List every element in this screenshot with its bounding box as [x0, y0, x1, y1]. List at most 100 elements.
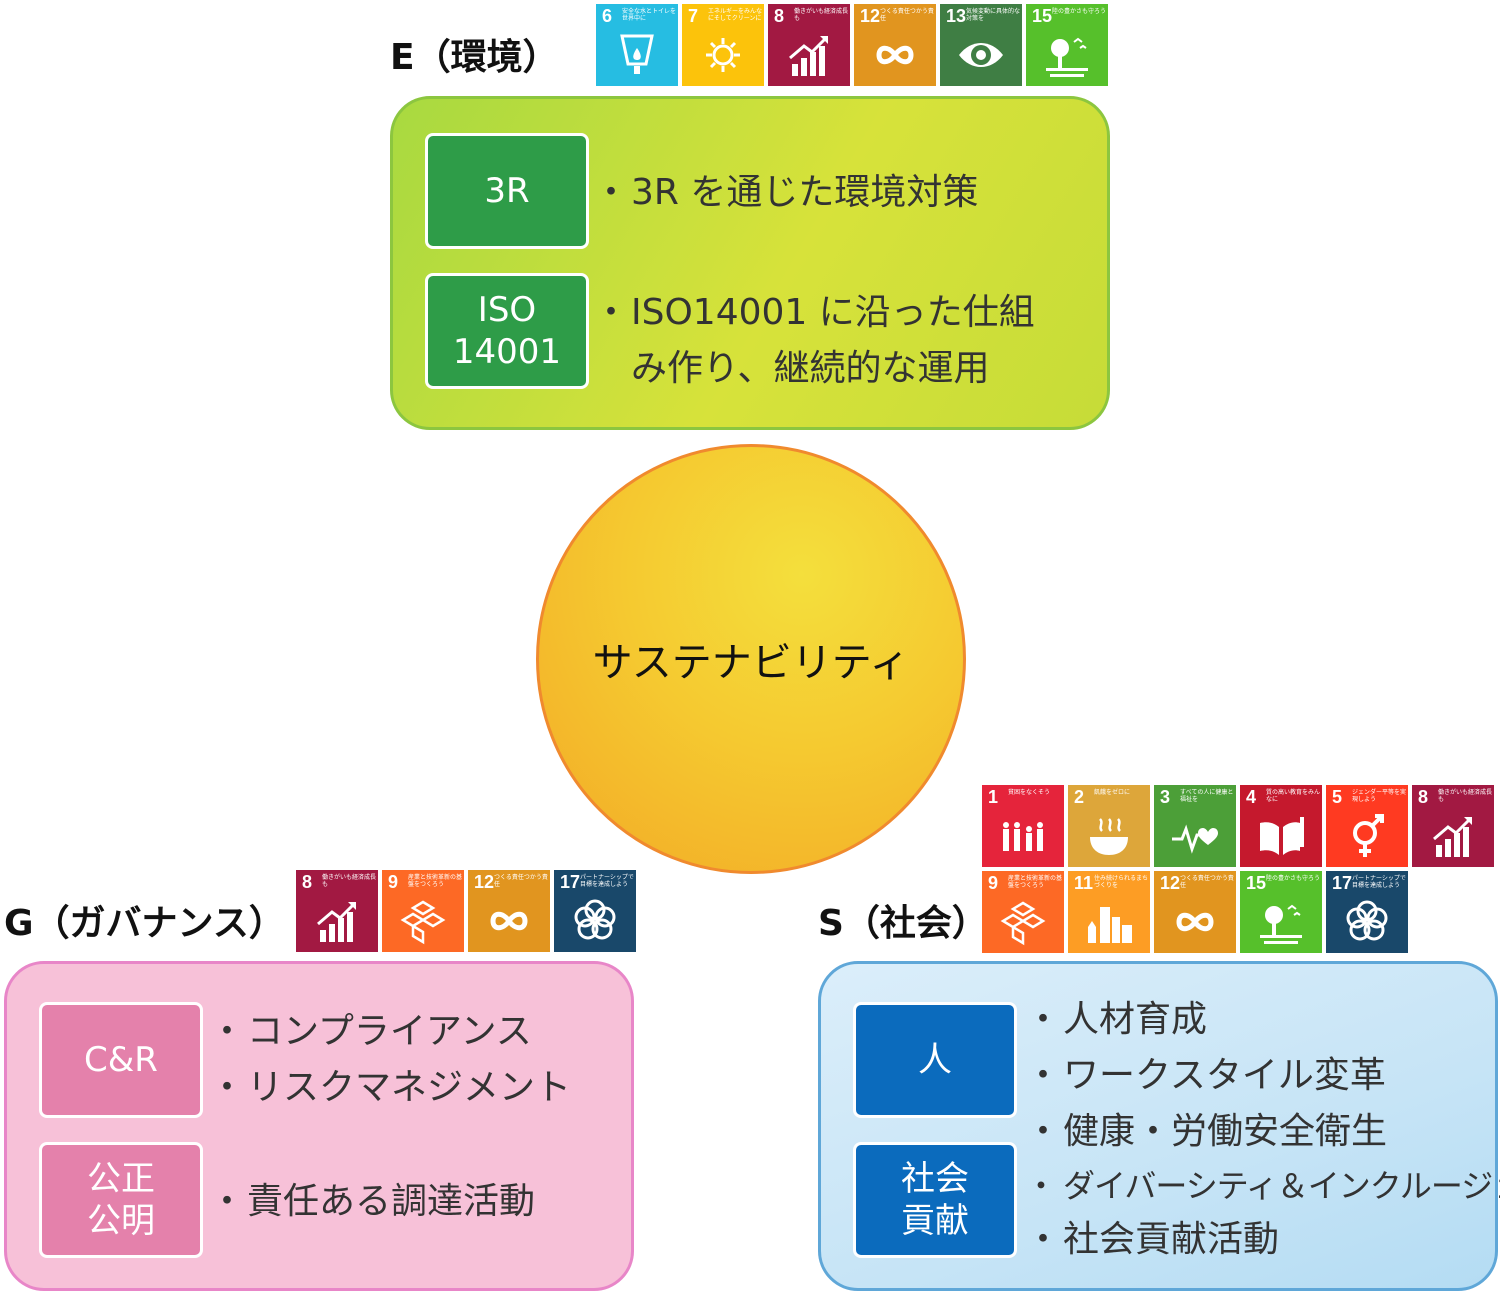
sdg-goal-number: 1 [988, 787, 999, 807]
sdg-goal-number: 2 [1074, 787, 1085, 807]
sdg-goal-caption: 安全な水とトイレを世界中に [622, 8, 677, 22]
gender-icon [1353, 814, 1384, 857]
sdg-goal-caption: 住み続けられるまちづくりを [1094, 875, 1149, 889]
city-icon [1088, 907, 1132, 943]
sdg-goal-caption: 貧困をなくそう [1008, 789, 1051, 796]
sdg-goal-caption: すべての人に健康と福祉を [1180, 789, 1234, 803]
sdg-goal-2-tile: 2 飢餓をゼロに [1068, 785, 1150, 867]
family-icon [1003, 822, 1043, 851]
infinity-icon [490, 911, 528, 931]
growth-chart-icon [317, 902, 356, 942]
sdg-goal-caption: 働きがいも経済成長も [1438, 789, 1493, 803]
bullet-item: ワークスタイル変革 [1025, 1058, 1500, 1095]
bullet-item: リスクマネジメント [209, 1070, 571, 1107]
sdg-goal-number: 5 [1332, 787, 1343, 807]
sdg-goal-number: 12 [474, 872, 495, 892]
sdg-goal-number: 7 [688, 6, 699, 26]
sdg-goal-number: 12 [1160, 873, 1181, 893]
sdg-goal-7-tile: 7 エネルギーをみんなにそしてクリーンに [682, 4, 764, 86]
sdg-goal-caption: 陸の豊かさも守ろう [1266, 875, 1321, 882]
cubes-icon [400, 900, 446, 945]
governance-bullets-fair: 責任ある調達活動 [209, 1184, 535, 1221]
social-label-people: 人 [853, 1002, 1017, 1118]
sdg-goal-number: 6 [602, 6, 613, 26]
environment-label-iso: ISO 14001 [425, 273, 589, 389]
governance-label-cr: C&R [39, 1002, 203, 1118]
cubes-icon [1000, 901, 1046, 946]
sdg-goal-6-tile: 6 安全な水とトイレを世界中に [596, 4, 678, 86]
sdg-goal-caption: 働きがいも経済成長も [322, 874, 377, 888]
environment-bullets-3r: 3R を通じた環境対策 [593, 175, 978, 212]
governance-panel: C&R コンプライアンス リスクマネジメント 公正 公明 責任ある調達活動 [4, 961, 634, 1291]
sdg-goal-number: 15 [1032, 6, 1053, 26]
sdg-goal-caption: エネルギーをみんなにそしてクリーンに [708, 8, 763, 22]
tree-icon [1046, 37, 1088, 77]
sun-power-icon [706, 38, 740, 72]
bowl-icon [1090, 818, 1128, 855]
growth-chart-icon [1433, 817, 1472, 857]
sdg-goal-caption: ジェンダー平等を実現しよう [1352, 789, 1407, 803]
sdg-goal-number: 8 [1418, 787, 1429, 807]
sdg-goal-caption: 産業と技術革新の基盤をつくろう [408, 874, 463, 888]
sdg-goal-number: 17 [560, 872, 581, 892]
sdg-goal-8-tile: 8 働きがいも経済成長も [1412, 785, 1494, 867]
sdg-goal-caption: パートナーシップで目標を達成しよう [580, 874, 634, 888]
sdg-goal-8-tile: 8 働きがいも経済成長も [296, 870, 378, 952]
sdg-goal-number: 15 [1246, 873, 1267, 893]
sdg-goal-caption: パートナーシップで目標を達成しよう [1352, 875, 1406, 889]
sdg-goal-caption: 働きがいも経済成長も [794, 8, 849, 22]
bullet-item: 3R を通じた環境対策 [593, 175, 978, 212]
bullet-item: 社会貢献活動 [1025, 1222, 1500, 1259]
social-panel: 人 社会 貢献 人材育成 ワークスタイル変革 健康・労働安全衛生 ダイバーシティ… [818, 961, 1500, 1291]
bullet-item: ISO14001 に沿った仕組み作り、継続的な運用 [593, 285, 1041, 397]
flower-rings-icon [1346, 900, 1388, 941]
sdg-goal-number: 12 [860, 6, 881, 26]
sdg-goal-number: 17 [1332, 873, 1353, 893]
sustainability-circle: サステナビリティ [536, 444, 966, 874]
heartbeat-icon [1172, 824, 1218, 854]
infinity-icon [876, 45, 914, 65]
sdg-goal-number: 11 [1074, 873, 1094, 893]
sdg-goal-3-tile: 3 すべての人に健康と福祉を [1154, 785, 1236, 867]
environment-heading: E（環境） [390, 37, 559, 78]
environment-panel: 3R 3R を通じた環境対策 ISO 14001 ISO14001 に沿った仕組… [390, 96, 1110, 430]
sdg-goal-number: 8 [302, 872, 313, 892]
bullet-item: 責任ある調達活動 [209, 1184, 535, 1221]
tree-icon [1260, 904, 1302, 944]
sdg-goal-5-tile: 5 ジェンダー平等を実現しよう [1326, 785, 1408, 867]
sdg-goal-caption: つくる責任つかう責任 [1180, 875, 1234, 889]
bullet-item: 健康・労働安全衛生 [1025, 1114, 1500, 1151]
environment-bullets-iso: ISO14001 に沿った仕組み作り、継続的な運用 [593, 285, 1041, 397]
sdg-goal-number: 9 [388, 872, 399, 892]
governance-heading: G（ガバナンス） [4, 903, 285, 944]
sustainability-label: サステナビリティ [592, 640, 910, 686]
bullet-item: ダイバーシティ＆インクルージョン [1025, 1170, 1500, 1202]
sdg-goal-9-tile: 9 産業と技術革新の基盤をつくろう [382, 870, 464, 952]
sdg-goal-caption: 飢餓をゼロに [1094, 789, 1131, 796]
bullet-item: 人材育成 [1025, 1002, 1500, 1039]
social-label-contribution: 社会 貢献 [853, 1142, 1017, 1258]
growth-chart-icon [789, 36, 828, 76]
social-bullets: 人材育成 ワークスタイル変革 健康・労働安全衛生 ダイバーシティ＆インクルージョ… [1025, 1002, 1500, 1259]
sdg-goal-caption: 質の高い教育をみんなに [1266, 789, 1321, 803]
water-icon [620, 34, 654, 74]
sdg-goal-caption: 陸の豊かさも守ろう [1052, 8, 1107, 15]
sdg-goal-number: 9 [988, 873, 999, 893]
governance-label-fair: 公正 公明 [39, 1142, 203, 1258]
sdg-goal-number: 3 [1160, 787, 1171, 807]
infinity-icon [1176, 912, 1214, 932]
sdg-goal-1-tile: 1 貧困をなくそう [982, 785, 1064, 867]
social-heading: S（社会） [818, 903, 988, 944]
sdg-goal-caption: つくる責任つかう責任 [494, 874, 548, 888]
